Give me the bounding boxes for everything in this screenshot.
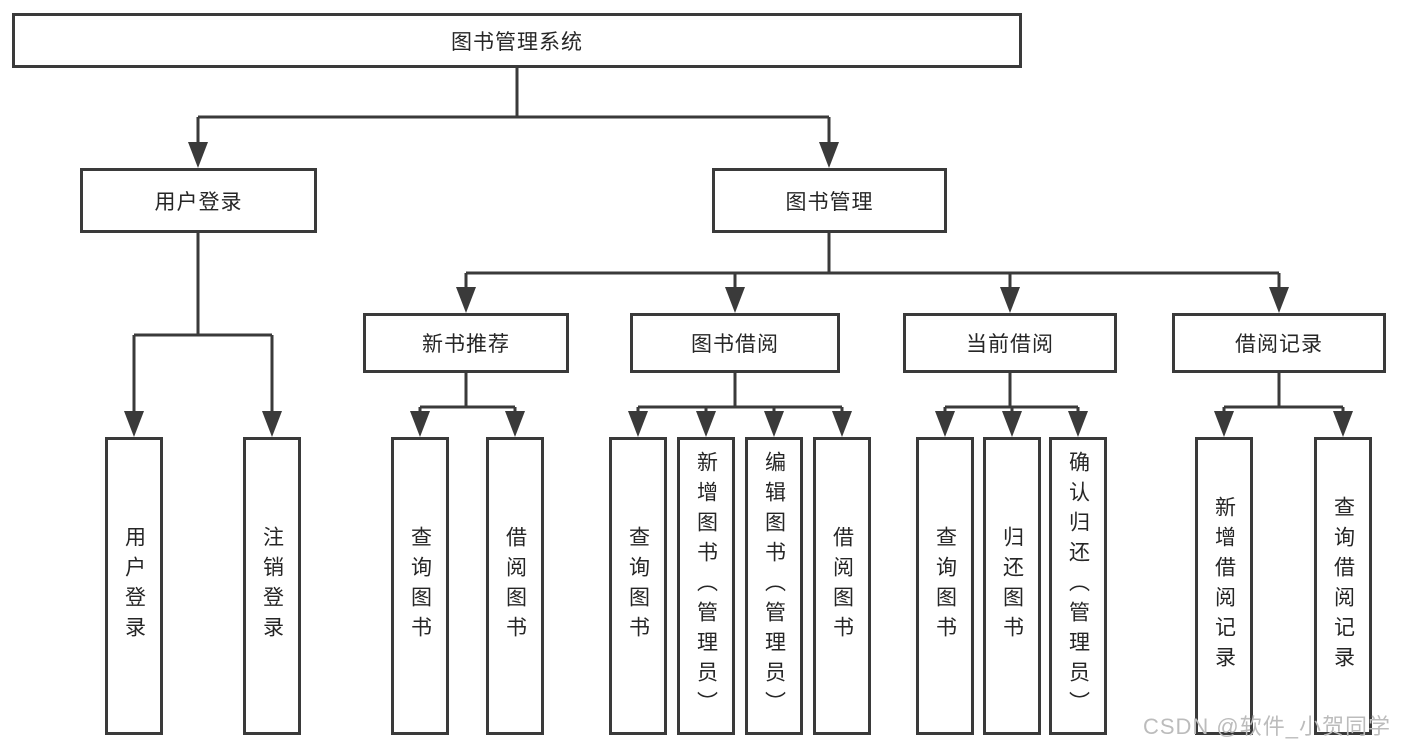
leaf-logout-login: 注销登录 — [243, 437, 301, 735]
leaf-add-borrow-record-label: 新增借阅记录 — [1212, 496, 1236, 676]
arrowheads — [124, 142, 1353, 437]
leaf-add-books-admin-label: 新增图书（管理员） — [694, 451, 718, 721]
node-borrowing-records: 借阅记录 — [1172, 313, 1386, 373]
node-current-borrowing-label: 当前借阅 — [966, 333, 1054, 356]
leaf-query-books-borrowing-label: 查询图书 — [626, 526, 650, 646]
node-borrowing-records-label: 借阅记录 — [1235, 333, 1323, 356]
leaf-confirm-return-admin-label: 确认归还（管理员） — [1066, 451, 1090, 721]
leaf-query-books-recommend-label: 查询图书 — [408, 526, 432, 646]
node-root: 图书管理系统 — [12, 13, 1022, 68]
leaf-edit-books-admin-label: 编辑图书（管理员） — [762, 451, 786, 721]
leaf-logout-login-label: 注销登录 — [260, 526, 284, 646]
leaf-query-books-recommend: 查询图书 — [391, 437, 449, 735]
leaf-edit-books-admin: 编辑图书（管理员） — [745, 437, 803, 735]
node-book-borrowing-label: 图书借阅 — [691, 333, 779, 356]
node-root-label: 图书管理系统 — [451, 30, 583, 54]
leaf-user-login-label: 用户登录 — [122, 526, 146, 646]
watermark: CSDN @软件_小贺同学 — [1142, 714, 1391, 739]
leaf-confirm-return-admin: 确认归还（管理员） — [1049, 437, 1107, 735]
node-book-management-label: 图书管理 — [785, 190, 874, 214]
leaf-add-books-admin: 新增图书（管理员） — [677, 437, 735, 735]
leaf-query-borrow-record-label: 查询借阅记录 — [1331, 496, 1355, 676]
leaf-borrow-books-borrowing: 借阅图书 — [813, 437, 871, 735]
leaf-user-login: 用户登录 — [105, 437, 163, 735]
node-new-book-recommendation-label: 新书推荐 — [422, 333, 510, 356]
leaf-borrow-books-recommend-label: 借阅图书 — [503, 526, 527, 646]
leaf-add-borrow-record: 新增借阅记录 — [1195, 437, 1253, 735]
leaf-return-books: 归还图书 — [983, 437, 1041, 735]
node-user-login-label: 用户登录 — [154, 190, 243, 214]
leaf-return-books-label: 归还图书 — [1000, 526, 1024, 646]
node-user-login: 用户登录 — [80, 168, 317, 233]
leaf-borrow-books-borrowing-label: 借阅图书 — [830, 526, 854, 646]
leaf-query-books-borrowing: 查询图书 — [609, 437, 667, 735]
node-new-book-recommendation: 新书推荐 — [363, 313, 569, 373]
node-current-borrowing: 当前借阅 — [903, 313, 1117, 373]
leaf-query-books-current: 查询图书 — [916, 437, 974, 735]
leaf-query-borrow-record: 查询借阅记录 — [1314, 437, 1372, 735]
leaf-borrow-books-recommend: 借阅图书 — [486, 437, 544, 735]
leaf-query-books-current-label: 查询图书 — [933, 526, 957, 646]
node-book-borrowing: 图书借阅 — [630, 313, 840, 373]
node-book-management: 图书管理 — [712, 168, 947, 233]
